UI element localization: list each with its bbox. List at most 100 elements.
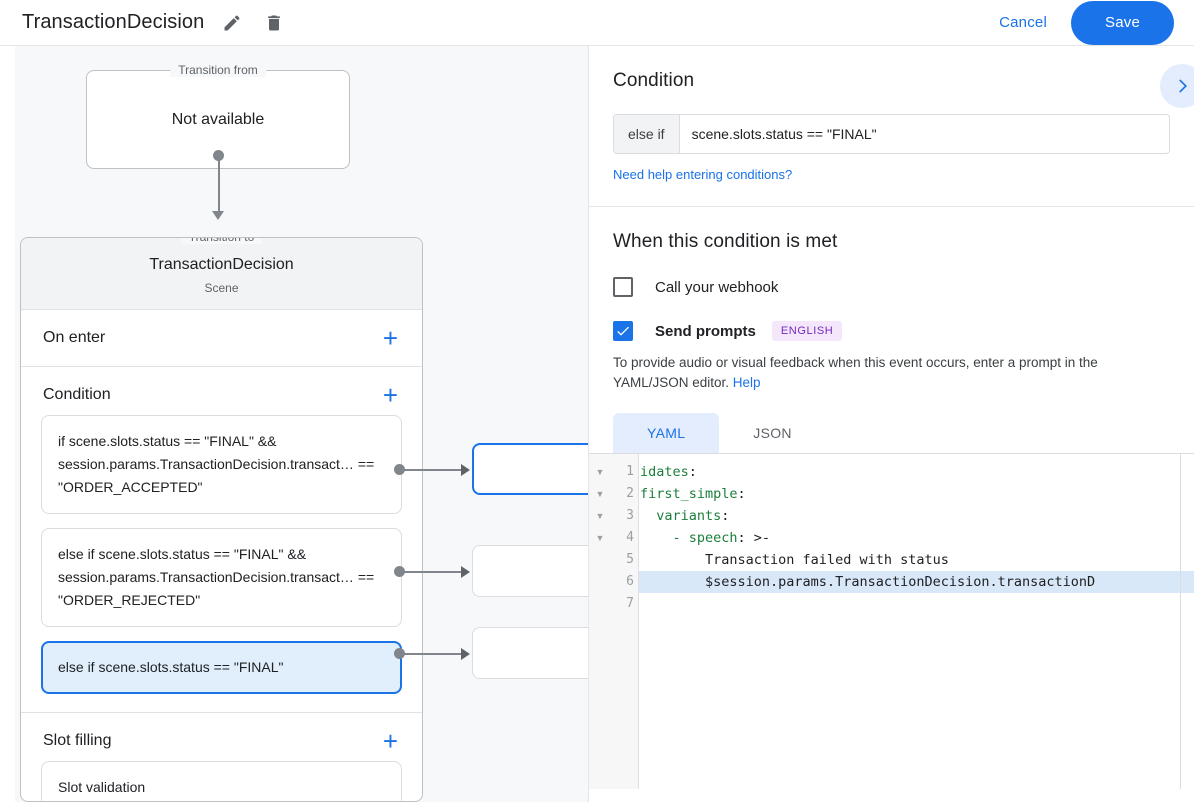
line-number: 5 [626,552,634,567]
section-slot-filling: Slot filling + Slot validation [21,713,422,801]
target-box-selected[interactable] [472,443,588,495]
prompts-description-text: To provide audio or visual feedback when… [613,355,1098,390]
scene-header: TransactionDecision Scene [21,238,422,310]
check-icon [615,323,631,339]
tab-yaml[interactable]: YAML [613,413,720,453]
connector-line [404,469,464,471]
when-condition-met-section: When this condition is met Call your web… [589,207,1194,453]
yaml-editor[interactable]: ▼ ▼ ▼ ▼ 1 2 3 4 5 6 7 idates: first_simp… [589,453,1194,789]
slot-validation-card[interactable]: Slot validation [41,761,402,801]
slot-filling-label: Slot filling [43,732,112,749]
send-prompts-row[interactable]: Send prompts ENGLISH [613,321,1170,341]
editor-format-tabs: YAML JSON [613,413,1170,453]
need-help-link[interactable]: Need help entering conditions? [613,167,793,182]
connector-arrow [461,566,470,578]
top-toolbar: TransactionDecision Cancel Save [0,0,1194,46]
delete-button[interactable] [260,9,288,37]
when-condition-met-title: When this condition is met [613,231,838,252]
scene-name: TransactionDecision [149,256,294,273]
editor-line-numbers: 1 2 3 4 5 6 7 [611,454,639,789]
target-box[interactable] [472,627,588,679]
yaml-rest: : >- [737,530,771,546]
connector-line [404,653,464,655]
fold-toggle-icon[interactable]: ▼ [595,467,605,477]
details-panel: Condition else if scene.slots.status == … [588,46,1194,802]
yaml-rest: $session.params.TransactionDecision.tran… [640,574,1096,590]
section-on-enter: On enter + [21,310,422,367]
line-number: 2 [626,486,634,501]
slot-filling-list: Slot validation [21,761,422,801]
code-line[interactable]: first_simple: [639,483,1194,505]
yaml-rest: : [721,508,730,524]
editor-fold-gutter[interactable]: ▼ ▼ ▼ ▼ [589,454,611,789]
cancel-button[interactable]: Cancel [985,6,1061,39]
yaml-rest: : [688,464,697,480]
code-line[interactable]: variants: [639,505,1194,527]
webhook-row[interactable]: Call your webhook [613,277,1170,297]
connector-arrow [212,211,224,220]
transition-from-legend: Transition from [170,63,266,77]
add-slot-filling-button[interactable]: + [382,726,398,756]
condition-card-selected[interactable]: else if scene.slots.status == "FINAL" [41,641,402,694]
yaml-key: variants [640,508,722,524]
yaml-key: idates [640,464,689,480]
add-condition-button[interactable]: + [382,380,398,410]
section-condition: Condition + if scene.slots.status == "FI… [21,367,422,713]
trash-icon [264,13,284,33]
pencil-icon [222,13,242,33]
save-button[interactable]: Save [1071,0,1174,45]
connector-arrow [461,648,470,660]
condition-input-row[interactable]: else if scene.slots.status == "FINAL" [613,114,1170,154]
connector-dot [394,566,405,577]
line-number: 4 [626,530,634,545]
line-number: 6 [626,574,634,589]
help-link[interactable]: Help [732,375,761,390]
condition-card[interactable]: else if scene.slots.status == "FINAL" &&… [41,528,402,627]
condition-section-title: Condition [613,70,695,91]
add-on-enter-button[interactable]: + [382,323,398,353]
connector-line [218,156,220,213]
connector-dot [394,464,405,475]
code-line-highlighted[interactable]: $session.params.TransactionDecision.tran… [639,571,1194,593]
slot-filling-header: Slot filling + [21,713,422,761]
editor-code-area[interactable]: idates: first_simple: variants: - speech… [639,454,1194,789]
condition-prefix-label: else if [614,115,680,153]
condition-expression-input[interactable]: scene.slots.status == "FINAL" [691,126,877,142]
expand-panel-button[interactable] [1160,64,1194,108]
call-webhook-label: Call your webhook [655,278,779,296]
chevron-right-icon [1172,76,1192,96]
line-number: 3 [626,508,634,523]
connector-line [404,571,464,573]
condition-label: Condition [43,386,111,403]
scene-type: Scene [204,281,239,295]
code-line[interactable]: idates: [639,461,1194,483]
prompts-description: To provide audio or visual feedback when… [613,353,1169,393]
transition-from-value: Not available [171,110,265,128]
scene-graph-canvas[interactable]: Transition from Not available Transactio… [15,46,588,802]
send-prompts-checkbox[interactable] [613,321,633,341]
yaml-rest: Transaction failed with status [640,552,949,568]
page-title: TransactionDecision [22,11,205,33]
fold-toggle-icon[interactable]: ▼ [595,511,605,521]
condition-list: if scene.slots.status == "FINAL" && sess… [21,415,422,712]
code-line[interactable]: - speech: >- [639,527,1194,549]
connector-dot [213,150,224,161]
connector-dot [394,648,405,659]
tab-json[interactable]: JSON [753,425,792,441]
line-number: 7 [626,596,634,611]
code-line[interactable] [639,593,1194,615]
condition-card[interactable]: if scene.slots.status == "FINAL" && sess… [41,415,402,514]
code-line[interactable]: Transaction failed with status [639,549,1194,571]
condition-header: Condition + [21,367,422,415]
fold-toggle-icon[interactable]: ▼ [595,533,605,543]
call-webhook-checkbox[interactable] [613,277,633,297]
transition-to-legend: Transition to [180,238,263,244]
editor-right-divider [1180,454,1181,789]
yaml-key: first_simple [640,486,738,502]
target-box[interactable] [472,545,588,597]
line-number: 1 [626,464,634,479]
transition-to-card[interactable]: TransactionDecision Scene On enter + Con… [20,237,423,802]
fold-toggle-icon[interactable]: ▼ [595,489,605,499]
edit-name-button[interactable] [218,9,246,37]
